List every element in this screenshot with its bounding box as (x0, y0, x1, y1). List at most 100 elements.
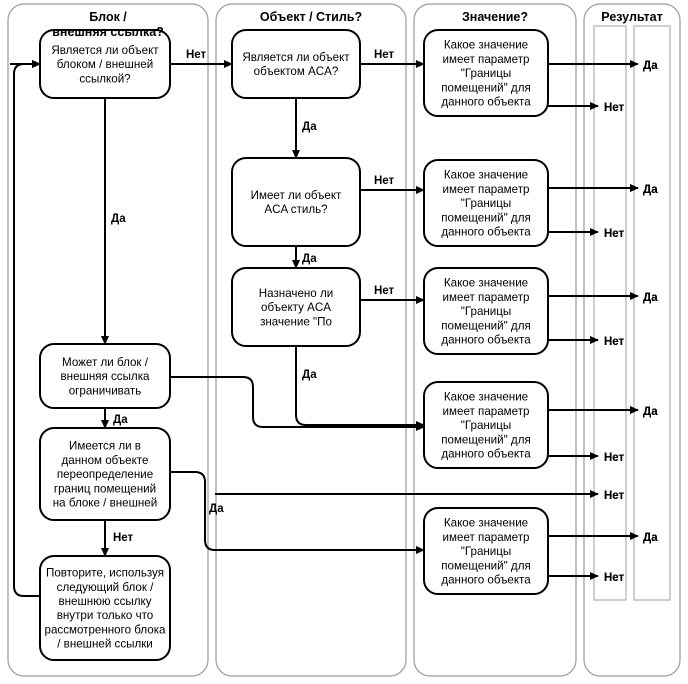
swimlane-lane-block (7, 3, 209, 677)
edge-label-e-hasstyle-da: Да (302, 253, 317, 265)
swimlane-title-lane-result: Результат (601, 10, 662, 24)
node-label-line: данного объекта (441, 334, 531, 347)
node-label-line: Может ли блок / (62, 356, 149, 369)
edge-label-e-canlimit-da: Да (113, 414, 128, 426)
node-label-line: Какое значение (444, 39, 528, 52)
edge-label-e-assigned-net: Нет (374, 285, 395, 297)
swimlane-title-lane-value: Значение? (462, 10, 528, 24)
node-label-line: Назначено ли (259, 287, 333, 300)
node-label-line: данного объекта (441, 448, 531, 461)
node-label-line: Какое значение (444, 277, 528, 290)
result-label-result-net-6: Нет (604, 572, 625, 584)
result-label-result-net-4: Нет (604, 452, 625, 464)
edge-label-e-block-net: Нет (186, 49, 207, 61)
node-label-line: помещений" для (441, 559, 531, 572)
node-label-line: переопределение (57, 468, 153, 481)
swimlane-title-lane-object: Объект / Стиль? (260, 10, 362, 24)
node-label-line: Повторите, используя (46, 567, 164, 580)
node-label-line: данного объекта (441, 96, 531, 109)
edge-label-e-assigned-da: Да (302, 369, 317, 381)
node-label-line: имеет параметр (443, 291, 530, 304)
node-label-line: ссылкой? (79, 72, 131, 85)
node-label-line: Какое значение (444, 169, 528, 182)
node-shape-n-value-1 (423, 29, 549, 117)
result-label-result-da-1: Да (643, 60, 658, 72)
node-label-line: внешнюю ссылку (58, 595, 151, 608)
node-label-line: данного объекта (441, 226, 531, 239)
node-shape-n-assigned (231, 267, 361, 347)
node-label-line: внешняя ссылка (61, 370, 151, 383)
node-shape-n-has-style (231, 157, 361, 247)
edge-label-e-long-net: Нет (604, 490, 625, 502)
edge-label-e-v1-da: Да (643, 60, 658, 72)
node-label-line: следующий блок / (57, 581, 154, 594)
node-shape-n-repeat (39, 555, 171, 661)
node-label-line: / внешней ссылки (57, 638, 153, 651)
node-label-line: имеет параметр (443, 53, 530, 66)
node-label-line: на блоке / внешней (53, 497, 158, 510)
swimlane-lane-object (215, 3, 407, 677)
node-label-line: "Границы (461, 419, 512, 432)
node-shape-n-is-aca (231, 29, 361, 99)
edge-labels-layer: НетДаДаДаНетНетДаНетДаНетДаДаНетДаНетДаН… (111, 49, 658, 584)
edge-label-e-v5-da: Да (643, 532, 658, 544)
edge-label-e-isaca-da: Да (302, 121, 317, 133)
node-label-line: блоком / внешней (57, 58, 153, 71)
node-label-line: Какое значение (444, 391, 528, 404)
node-label-line: внутри только что (57, 609, 154, 622)
result-columns-layer (593, 25, 671, 601)
edge-label-e-v3-net: Нет (604, 336, 625, 348)
node-label-line: Является ли объект (51, 44, 159, 57)
node-label-line: Является ли объект (242, 51, 350, 64)
node-shape-n-value-2 (423, 159, 549, 247)
edge-e-canlimit-nonlabel (170, 376, 425, 431)
edge-e-override-da (170, 471, 425, 554)
node-label-line: рассмотренного блока (45, 623, 167, 636)
node-label-line: "Границы (461, 67, 512, 80)
edge-label-e-v4-net: Нет (604, 452, 625, 464)
node-label-line: помещений" для (441, 433, 531, 446)
node-label-line: Какое значение (444, 517, 528, 530)
edge-label-e-v5-net: Нет (604, 572, 625, 584)
node-shape-n-has-override (39, 427, 171, 521)
result-label-result-da-5: Да (643, 532, 658, 544)
node-label-line: значение "По (260, 315, 332, 328)
lane-titles-layer: Блок /внешняя ссылка?Объект / Стиль?Знач… (52, 10, 662, 39)
result-label-result-da-2: Да (643, 184, 658, 196)
result-label-result-net-5: Нет (604, 490, 625, 502)
edges-layer (10, 60, 639, 597)
edge-label-e-v3-da: Да (643, 292, 658, 304)
result-label-result-net-3: Нет (604, 336, 625, 348)
node-label-line: "Границы (461, 305, 512, 318)
edge-e-assigned-da (295, 346, 425, 429)
node-label-line: помещений" для (441, 319, 531, 332)
edge-label-e-hasstyle-net: Нет (374, 175, 395, 187)
node-label-line: имеет параметр (443, 531, 530, 544)
edge-label-e-v1-net: Нет (604, 102, 625, 114)
result-col-da (633, 25, 671, 601)
node-shape-n-is-block (39, 29, 171, 99)
